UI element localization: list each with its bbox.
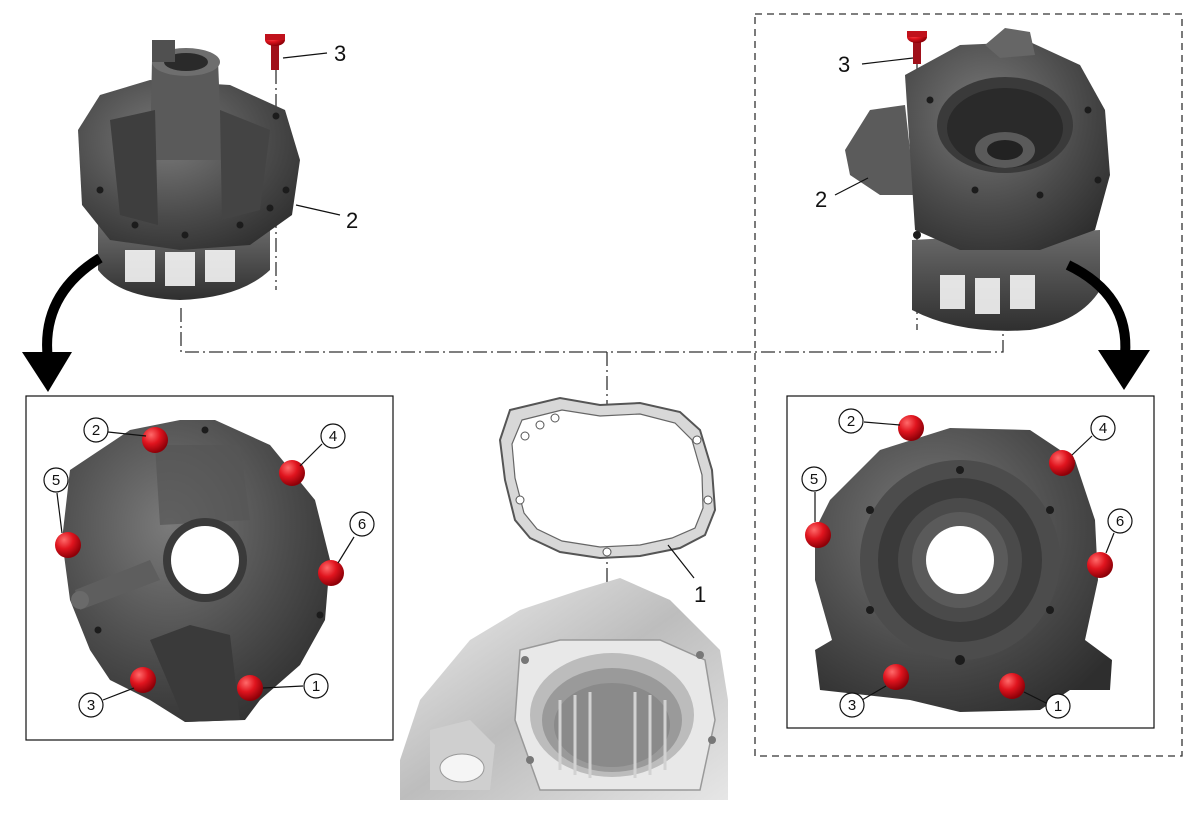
right-housing — [845, 28, 1110, 331]
bolt-left-icon — [265, 34, 285, 70]
flip-arrow-right-icon — [1065, 260, 1150, 390]
callout-labels: 3 2 3 2 1 — [334, 41, 850, 607]
right-bolt-2-icon — [898, 415, 924, 441]
right-seq-label-2: 2 — [847, 413, 855, 430]
right-seq-label-4: 4 — [1099, 420, 1107, 437]
right-assembly-frame — [754, 13, 1183, 757]
left-sequence-leaders — [56, 431, 355, 701]
callout-leaders — [282, 52, 914, 579]
right-tightening-sequence-panel — [786, 395, 1155, 729]
right-sequence-bolts — [805, 415, 1113, 699]
left-bolt-2-icon — [142, 427, 168, 453]
right-sequence-leaders — [814, 421, 1115, 704]
right-seq-label-1: 1 — [1054, 698, 1062, 715]
left-seq-label-6: 6 — [358, 516, 366, 533]
bolt-left-label: 3 — [334, 41, 346, 66]
right-seq-label-5: 5 — [810, 471, 818, 488]
left-seq-label-5: 5 — [52, 472, 60, 489]
bolt-right-label: 3 — [838, 52, 850, 77]
gasket-label: 1 — [694, 582, 706, 607]
left-bolt-1-icon — [237, 675, 263, 701]
right-seq-label-3: 3 — [848, 697, 856, 714]
flip-arrow-left-icon — [22, 253, 103, 392]
left-bolt-4-icon — [279, 460, 305, 486]
gasket — [498, 396, 717, 560]
left-seq-label-4: 4 — [329, 428, 337, 445]
left-seq-label-3: 3 — [87, 697, 95, 714]
left-sequence-bolts — [55, 427, 344, 701]
right-bolt-3-icon — [883, 664, 909, 690]
housing-right-label: 2 — [815, 187, 827, 212]
right-bolt-4-icon — [1049, 450, 1075, 476]
left-sequence-labels: 1 2 3 4 5 6 — [43, 417, 375, 718]
housing-left-label: 2 — [346, 208, 358, 233]
left-bolt-5-icon — [55, 532, 81, 558]
right-seq-label-6: 6 — [1116, 513, 1124, 530]
left-bolt-3-icon — [130, 667, 156, 693]
left-bolt-6-icon — [318, 560, 344, 586]
left-seq-label-2: 2 — [92, 422, 100, 439]
bolt-right-icon — [907, 31, 927, 64]
left-housing — [78, 40, 300, 300]
right-sequence-labels: 1 2 3 4 5 6 — [801, 408, 1133, 719]
right-bolt-1-icon — [999, 673, 1025, 699]
right-bolt-5-icon — [805, 522, 831, 548]
right-bolt-6-icon — [1087, 552, 1113, 578]
transmission-case — [400, 578, 728, 800]
left-seq-label-1: 1 — [312, 678, 320, 695]
